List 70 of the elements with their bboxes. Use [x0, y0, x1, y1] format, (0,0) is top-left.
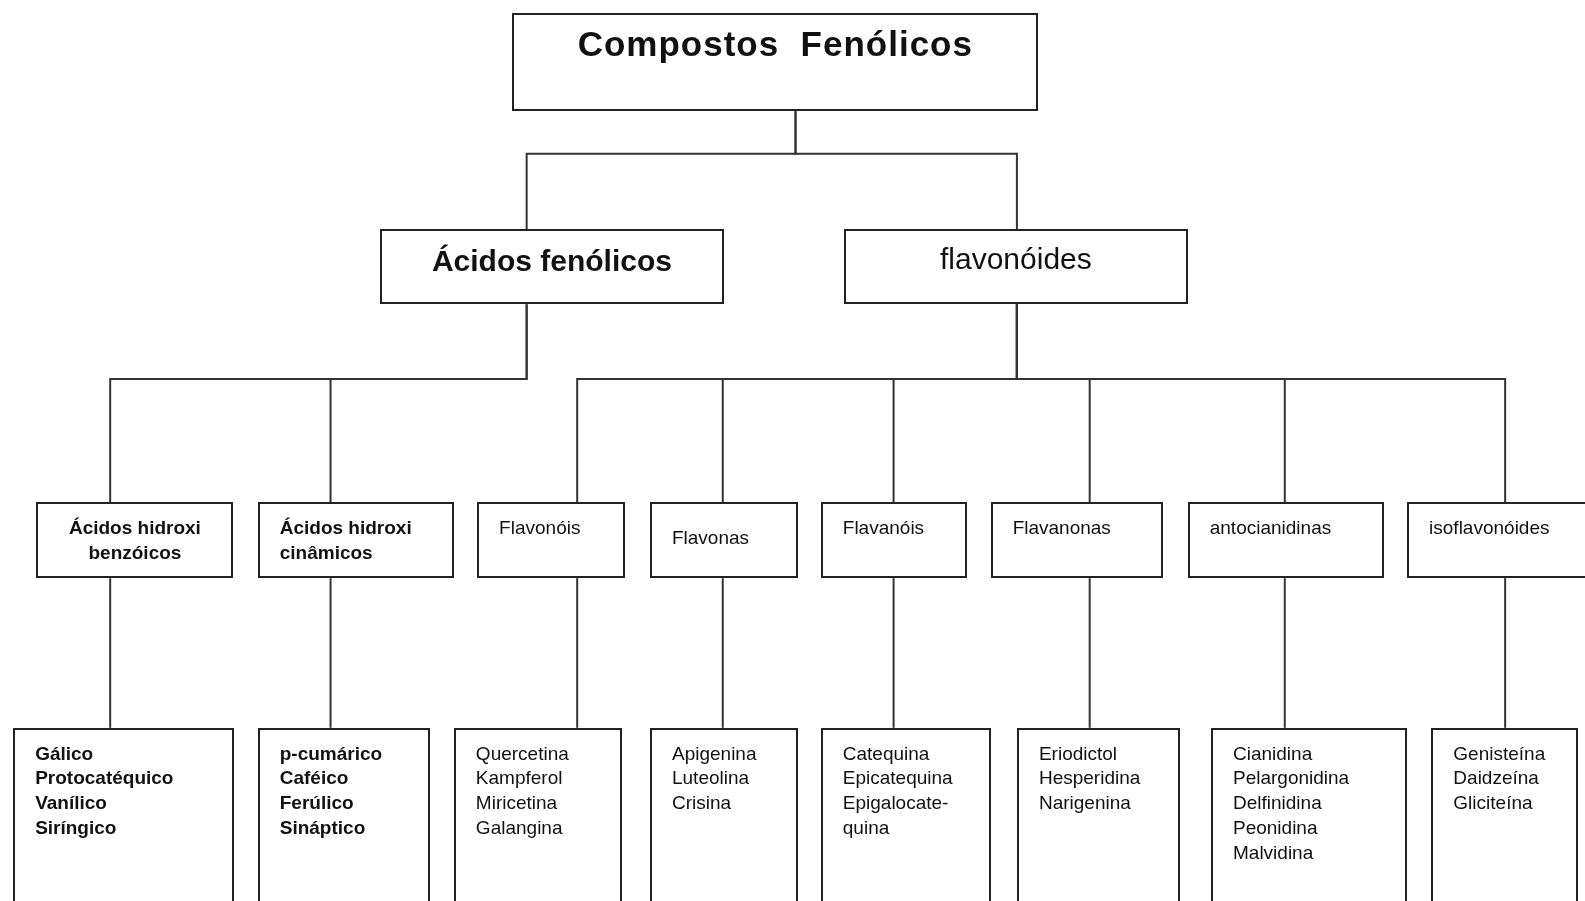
- compound-name: Ferúlico: [279, 791, 355, 816]
- connector-line: [109, 577, 112, 729]
- category-label: flavonóides: [939, 241, 1093, 278]
- compound-name: Malvidina: [1233, 840, 1315, 865]
- connector-line: [329, 577, 332, 729]
- connector-line: [1088, 577, 1091, 729]
- compound-name: Pelargonidina: [1233, 766, 1351, 791]
- subcategory-label: Ácidos hidroxi cinâmicos: [279, 516, 413, 566]
- compound-name: Crisina: [671, 791, 733, 816]
- compound-list-box: [1211, 727, 1408, 901]
- compound-list-box: [13, 727, 234, 901]
- compound-name: Eriodictol: [1038, 741, 1119, 766]
- connector-line: [329, 303, 528, 504]
- compound-name: Cianidina: [1233, 741, 1314, 766]
- connector-line: [721, 577, 724, 729]
- subcategory-box: [990, 502, 1164, 579]
- subcategory-label: isoflavonóides: [1429, 516, 1551, 541]
- category-box: [844, 229, 1188, 305]
- compound-name: Epigalocate- quina: [842, 791, 950, 840]
- category-box: [380, 229, 724, 305]
- compound-name: Delfinidina: [1233, 791, 1323, 816]
- compound-name: Daidzeína: [1453, 766, 1540, 791]
- connector-line: [794, 110, 1018, 231]
- connector-line: [892, 577, 895, 729]
- subcategory-label: Flavanonas: [1012, 516, 1112, 541]
- compound-list-box: [820, 727, 991, 901]
- category-label: Ácidos fenólicos: [430, 243, 673, 280]
- subcategory-box: [820, 502, 968, 579]
- compound-name: Gálico: [35, 741, 95, 766]
- compound-list-box: [453, 727, 622, 901]
- compound-name: Genisteína: [1453, 741, 1547, 766]
- compound-name: Apigenina: [671, 741, 758, 766]
- compound-name: Caféico: [279, 766, 350, 791]
- title-text: Compostos Fenólicos: [576, 23, 974, 66]
- compound-list-box: [257, 727, 430, 901]
- compound-name: Kampferol: [475, 766, 564, 791]
- subcategory-box: [1407, 502, 1585, 579]
- compound-list-box: [1016, 727, 1180, 901]
- compound-list-box: [649, 727, 798, 901]
- subcategory-box: [1187, 502, 1384, 579]
- compound-name: Siríngico: [35, 815, 118, 840]
- subcategory-label: Flavonas: [671, 526, 751, 551]
- connector-line: [576, 577, 579, 729]
- compound-name: Sináptico: [279, 815, 367, 840]
- compound-list-box: [1431, 727, 1578, 901]
- compound-name: Hesperidina: [1038, 766, 1142, 791]
- compound-name: Miricetina: [475, 791, 559, 816]
- subcategory-box: [36, 502, 234, 579]
- subcategory-box: [649, 502, 798, 579]
- compound-name: Luteolina: [671, 766, 751, 791]
- title-box: [512, 13, 1039, 112]
- compound-name: Galangina: [475, 815, 564, 840]
- subcategory-label: antocianidinas: [1209, 516, 1333, 541]
- compound-name: Vanílico: [35, 791, 108, 816]
- compound-name: Peonidina: [1233, 815, 1319, 840]
- compound-name: Epicatequina: [842, 766, 954, 791]
- compound-name: p-cumárico: [279, 741, 384, 766]
- subcategory-label: Flavonóis: [499, 516, 582, 541]
- compound-name: Narigenina: [1038, 791, 1132, 816]
- compound-name: Gliciteína: [1453, 791, 1534, 816]
- subcategory-box: [257, 502, 454, 579]
- connector-line: [1283, 577, 1286, 729]
- connector-line: [1015, 303, 1507, 504]
- connector-line: [1504, 577, 1507, 729]
- compound-name: Quercetina: [475, 741, 570, 766]
- subcategory-label: Flavanóis: [842, 516, 926, 541]
- subcategory-box: [477, 502, 625, 579]
- compound-name: Protocatéquico: [35, 766, 175, 791]
- compound-name: Catequina: [842, 741, 931, 766]
- subcategory-label: Ácidos hidroxi benzóicos: [67, 516, 202, 566]
